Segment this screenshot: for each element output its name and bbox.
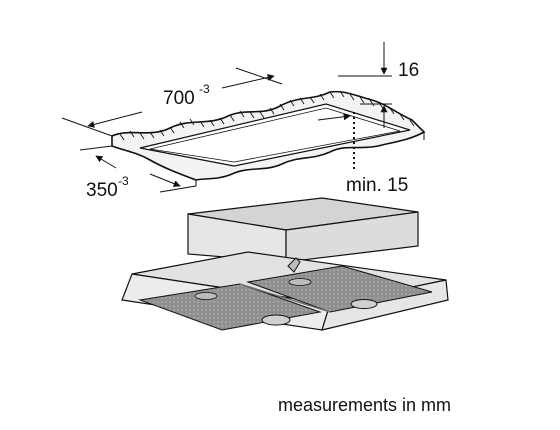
lamp-back-right bbox=[288, 278, 312, 286]
width-extension-right bbox=[159, 185, 197, 193]
dimension-length: 700 -3 bbox=[61, 67, 283, 137]
ceiling-cutout bbox=[139, 103, 411, 167]
length-tolerance: -3 bbox=[199, 82, 210, 96]
width-arrow-left bbox=[95, 155, 117, 169]
length-arrow-left bbox=[87, 111, 143, 128]
hood-housing-side bbox=[285, 211, 419, 263]
filter-right bbox=[246, 265, 433, 313]
lamp-back-left bbox=[194, 292, 218, 300]
lamp-right bbox=[350, 299, 378, 309]
dimension-width: 350 -3 bbox=[79, 145, 197, 201]
dimension-min-clearance: min. 15 bbox=[317, 112, 408, 196]
hood-bracket bbox=[287, 257, 301, 273]
lamp-front bbox=[261, 314, 291, 326]
width-extension-left bbox=[79, 145, 113, 151]
length-extension-right bbox=[235, 67, 283, 85]
length-value: 700 bbox=[163, 88, 195, 109]
filter-divider bbox=[239, 283, 331, 313]
ceiling-panel-edge bbox=[111, 132, 425, 186]
width-arrow-right bbox=[149, 173, 181, 187]
ceiling-panel bbox=[111, 90, 426, 186]
length-extension-left bbox=[61, 117, 113, 137]
length-arrow-right bbox=[221, 74, 275, 89]
width-value: 350 bbox=[86, 180, 118, 201]
units-note: measurements in mm bbox=[278, 395, 451, 415]
width-tolerance: -3 bbox=[118, 174, 129, 188]
dimension-thickness: 16 bbox=[338, 42, 419, 128]
ceiling-cutout-inner bbox=[149, 107, 401, 163]
clearance-value: min. 15 bbox=[346, 175, 408, 196]
thickness-value: 16 bbox=[398, 60, 419, 81]
cooker-hood bbox=[121, 197, 449, 331]
clearance-arrow bbox=[317, 113, 351, 121]
